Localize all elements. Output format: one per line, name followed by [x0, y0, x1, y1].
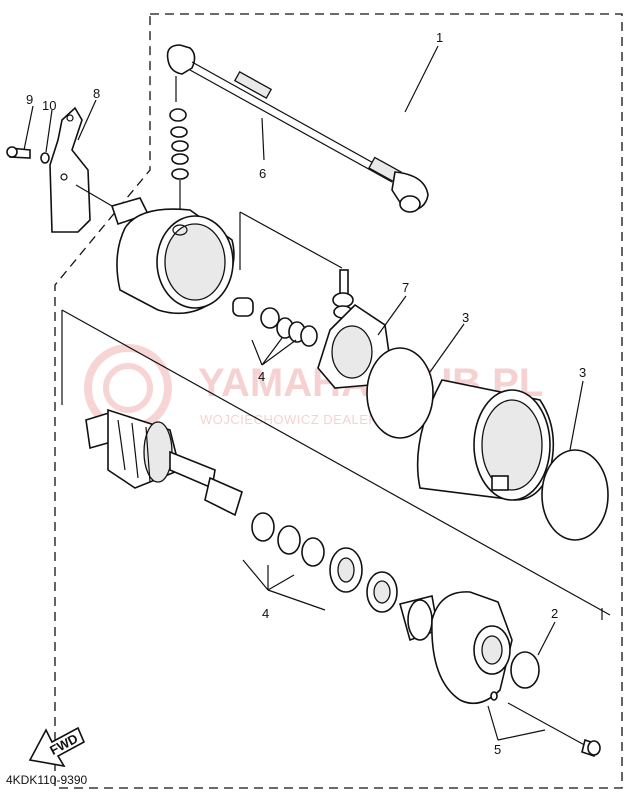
assembly-outline: [54, 13, 623, 789]
part-label-10: 10: [42, 98, 56, 113]
leader-5: [487, 705, 546, 741]
o-ring-2: [510, 651, 540, 689]
washer-3: [301, 537, 325, 567]
leader-4-top: [251, 337, 297, 366]
leader-7: [377, 295, 407, 336]
leader-10: [45, 109, 53, 153]
part-label-1: 1: [436, 30, 443, 45]
bracket-assembly: [6, 106, 113, 233]
leader-6: [261, 117, 265, 161]
lead-wire-assembly: [166, 44, 429, 225]
part-label-8: 8: [93, 86, 100, 101]
part-label-6: 6: [259, 166, 266, 181]
bearing: [366, 571, 439, 642]
part-label-4-top: 4: [258, 369, 265, 384]
leader-2: [537, 621, 556, 656]
leader-1: [404, 45, 439, 113]
front-cover: [431, 591, 513, 705]
leader-9: [23, 105, 34, 151]
washer-2: [277, 525, 301, 555]
part-label-3-right: 3: [579, 365, 586, 380]
terminal-bolt: [232, 211, 354, 347]
leader-4-bottom: [242, 559, 326, 611]
o-ring-left: [366, 347, 434, 439]
armature-outline: [61, 309, 611, 620]
leader-8: [77, 99, 97, 141]
part-label-7: 7: [402, 280, 409, 295]
washer-1: [251, 512, 275, 542]
part-label-2: 2: [551, 606, 558, 621]
yoke: [416, 379, 555, 501]
armature: [85, 408, 243, 517]
part-label-3-left: 3: [462, 310, 469, 325]
washer-4-inner: [337, 557, 355, 583]
fwd-arrow-icon: FWD: [28, 726, 86, 768]
rear-cover: [110, 197, 235, 315]
part-label-5: 5: [494, 742, 501, 757]
part-label-9: 9: [26, 92, 33, 107]
fwd-label: FWD: [47, 731, 80, 758]
diagram-code: 4KDK110-9390: [6, 773, 87, 787]
part-label-4-bottom: 4: [262, 606, 269, 621]
o-ring-right: [541, 449, 609, 541]
through-bolts: [490, 691, 601, 758]
leader-3-right: [569, 380, 584, 451]
leader-3-left: [429, 323, 465, 373]
